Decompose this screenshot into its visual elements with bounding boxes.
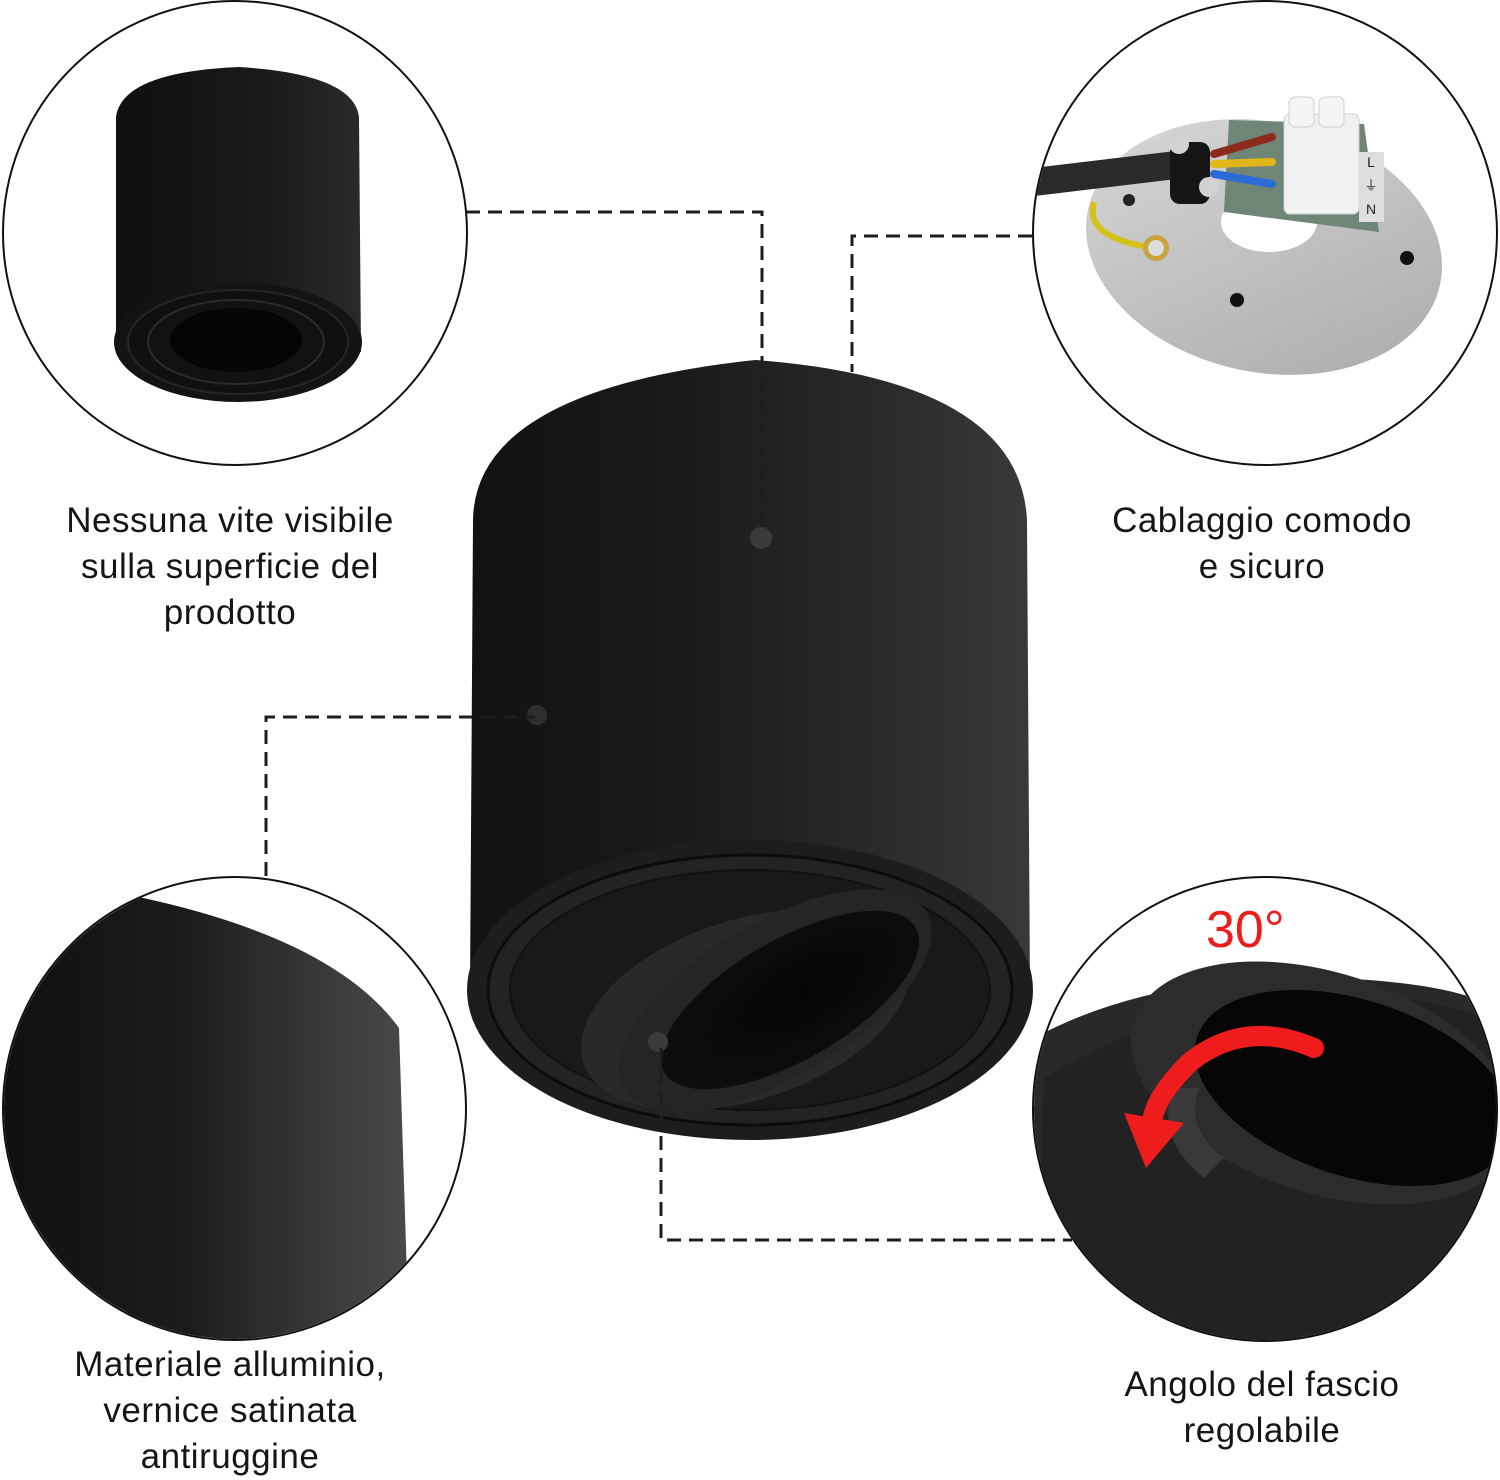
caption-line: regolabile (1183, 1411, 1341, 1450)
terminal-label-n: N (1366, 201, 1376, 217)
caption-no-visible-screws: Nessuna vite visibile sulla superficie d… (0, 498, 460, 636)
caption-material: Materiale alluminio, vernice satinata an… (0, 1342, 460, 1480)
callout-material-image (2, 876, 467, 1341)
caption-line: sulla superficie del (81, 547, 379, 586)
main-product-image (455, 350, 1045, 1150)
terminal-label-l: L (1367, 154, 1375, 170)
callout-wiring-image: L ⏚ N (1032, 0, 1498, 466)
caption-line: Nessuna vite visibile (66, 501, 394, 540)
caption-line: Materiale alluminio, (74, 1345, 386, 1384)
callout-beam-angle-image: 30° (1032, 876, 1498, 1342)
terminal-label-earth: ⏚ (1364, 179, 1377, 194)
caption-line: vernice satinata (103, 1391, 357, 1430)
callout-no-visible-screws-image (2, 0, 468, 466)
caption-line: Cablaggio comodo (1112, 501, 1412, 540)
caption-beam-angle: Angolo del fascio regolabile (1052, 1362, 1472, 1454)
caption-line: Angolo del fascio (1124, 1365, 1400, 1404)
angle-label: 30° (1206, 901, 1285, 959)
caption-wiring: Cablaggio comodo e sicuro (1052, 498, 1472, 590)
caption-line: e sicuro (1198, 547, 1326, 586)
caption-line: antiruggine (140, 1437, 320, 1476)
caption-line: prodotto (163, 593, 297, 632)
